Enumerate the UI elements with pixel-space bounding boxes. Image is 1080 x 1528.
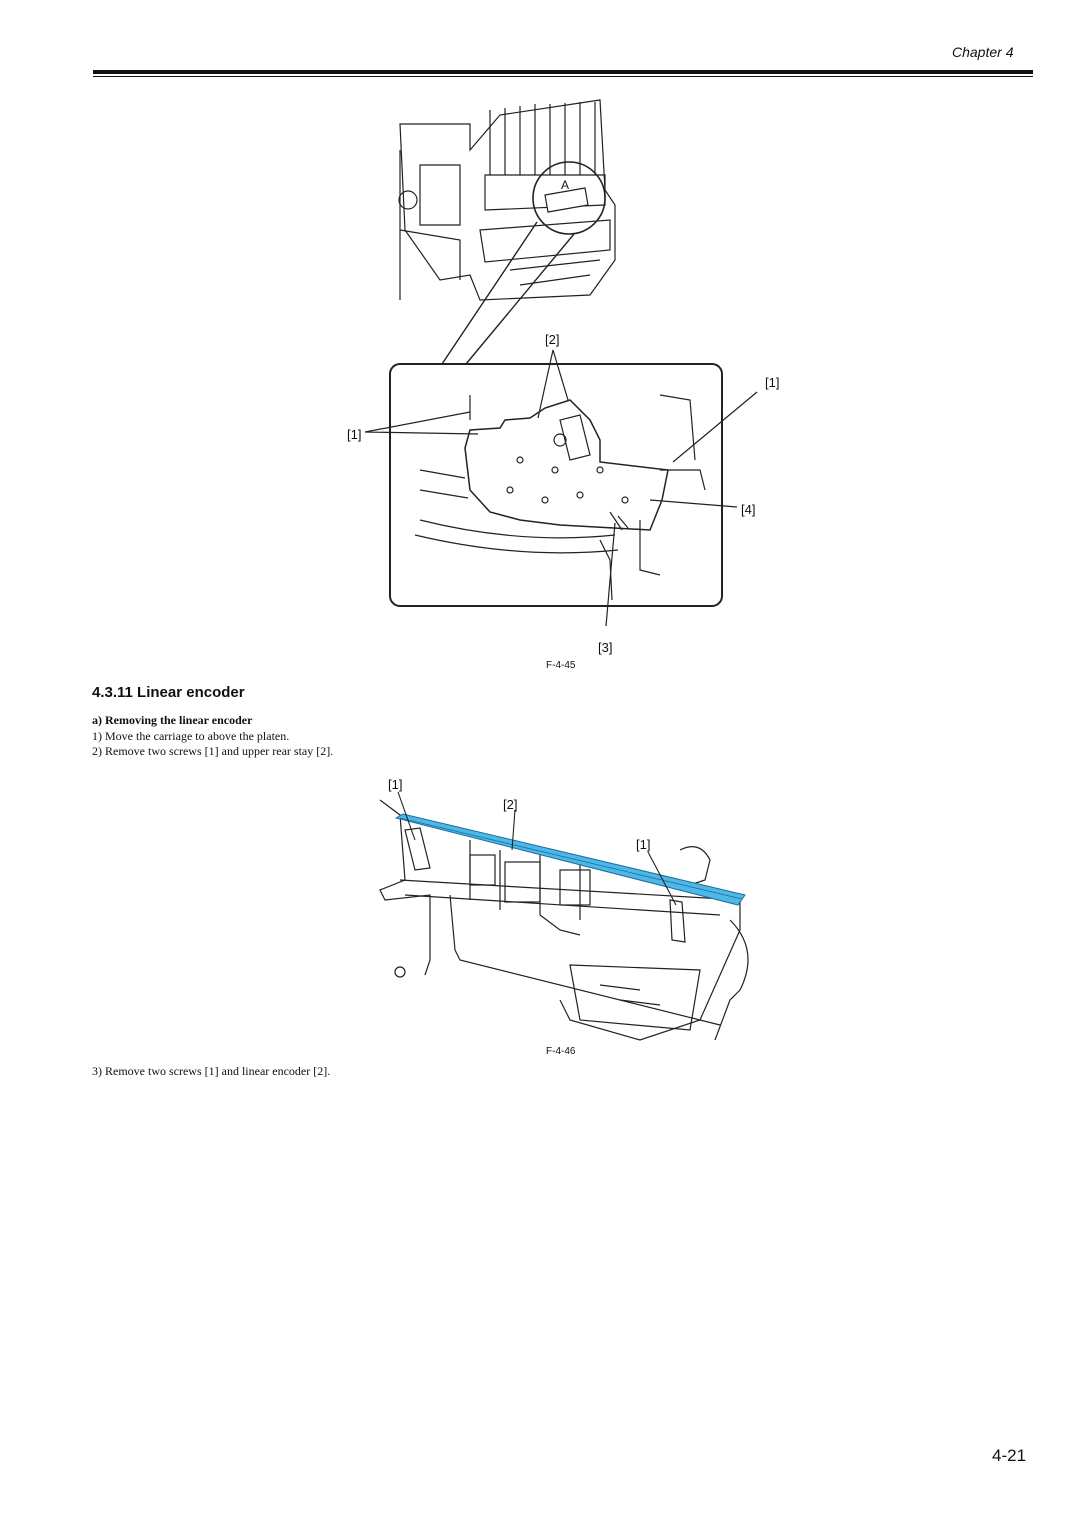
figure1-callout-4: [4] (741, 502, 756, 517)
section-title: 4.3.11 Linear encoder (92, 684, 245, 701)
figure1-inset-letter: A (561, 178, 570, 192)
figure2-callout-1-right: [1] (636, 837, 651, 852)
figure1-caption: F-4-45 (546, 660, 576, 671)
figure2-callout-1-left: [1] (388, 777, 403, 792)
figure1-callout-2: [2] (545, 332, 560, 347)
step-3: 3) Remove two screws [1] and linear enco… (92, 1064, 331, 1078)
figure2-caption: F-4-46 (546, 1046, 576, 1057)
figure1-callout-1-left: [1] (347, 427, 362, 442)
figure-carriage-illustration (364, 99, 758, 627)
figure1-callout-3: [3] (598, 640, 613, 655)
step-1: 1) Move the carriage to above the platen… (92, 729, 290, 743)
step-2: 2) Remove two screws [1] and upper rear … (92, 744, 334, 758)
chapter-label: Chapter 4 (952, 44, 1014, 60)
figure2-callout-2: [2] (503, 797, 518, 812)
figure1-callout-1-right: [1] (765, 375, 780, 390)
header-rule-thick (93, 70, 1033, 74)
page-number: 4-21 (992, 1446, 1027, 1465)
linear-encoder-highlight (394, 813, 746, 906)
header-rule-thin (93, 76, 1033, 77)
figure-printer-illustration (379, 791, 749, 1041)
subheading: a) Removing the linear encoder (92, 713, 253, 727)
